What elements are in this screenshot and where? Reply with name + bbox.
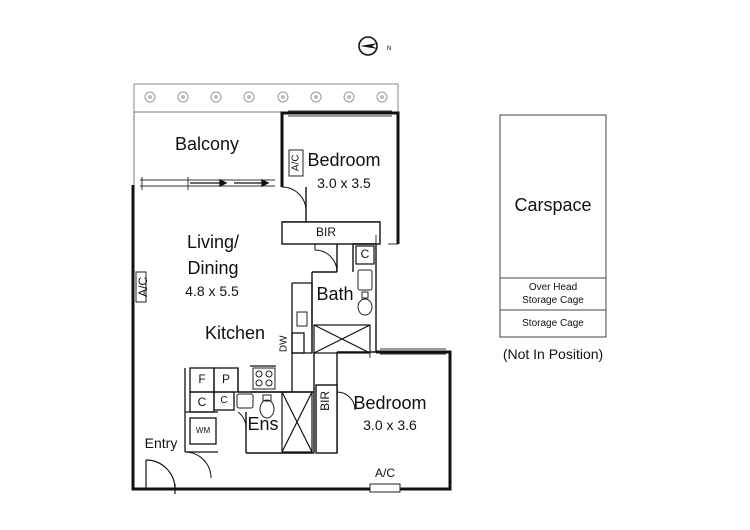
bir-top-label: BIR [315,225,336,239]
ac-unit-living [135,271,147,303]
ensuite-shower [281,391,313,453]
room-label-balcony: Balcony [174,134,240,154]
balcony-outline [133,111,282,185]
bath-shower [313,324,371,354]
wm-label: WM [195,426,211,435]
ac-unit-bedroom1 [288,149,304,177]
bir-side-label: BIR [318,390,333,411]
bedroom2-window [369,345,446,358]
entry-door [145,459,176,494]
ac-unit-bedroom2 [369,483,401,493]
room-label-kitchen: Kitchen [204,323,266,343]
cooktop-icon [252,367,276,390]
bedroom1-window [288,110,392,117]
carspace-diagram [499,114,607,338]
carspace-note: (Not In Position) [502,346,604,362]
room-label-living-line2: Dining [187,258,239,278]
ensuite-walls [237,352,315,454]
cupboard-bath-label: C [360,247,370,261]
room-label-entry: Entry [144,435,178,451]
room-label-bedroom1: Bedroom [307,150,381,170]
cupboard-bath [355,245,375,265]
carspace-title: Carspace [514,195,592,215]
room-label-bath: Bath [316,284,354,304]
cupboard-kitchen-label: C [197,395,207,409]
cupboard-ens-label: C [220,395,228,406]
kitchen-sink-icon [296,311,308,327]
room-label-bedroom2: Bedroom [353,393,427,413]
balcony-door-arrow [190,178,270,188]
ac-label-living: A/C [136,276,151,297]
room-dims-living: 4.8 x 5.5 [185,283,239,299]
room-dims-bedroom2: 3.0 x 3.6 [363,417,417,433]
bir-top [281,221,381,245]
dw-label: DW [278,335,290,353]
room-dims-bedroom1: 3.0 x 3.5 [317,175,371,191]
fridge-label: F [198,372,206,386]
overhead-storage-line1: Over Head [528,282,578,293]
ac-label-bedroom2: A/C [374,466,395,480]
planter-strip [133,83,399,113]
room-label-living-line1: Living/ [186,232,240,252]
bath-toilet-icon [357,269,373,316]
bedroom2-walls [315,351,376,454]
compass-letter: N [387,46,391,52]
pantry-label: P [221,372,230,386]
overhead-storage-line2: Storage Cage [522,295,584,306]
ac-label-bedroom1: A/C [290,154,302,172]
room-label-ensuite: Ens [247,414,279,434]
laundry-walls [184,368,218,479]
ensuite-toilet-icon [236,393,275,419]
storage-cage-label: Storage Cage [522,318,584,329]
living-sliding-door [140,177,275,190]
compass-icon: N [358,36,391,56]
